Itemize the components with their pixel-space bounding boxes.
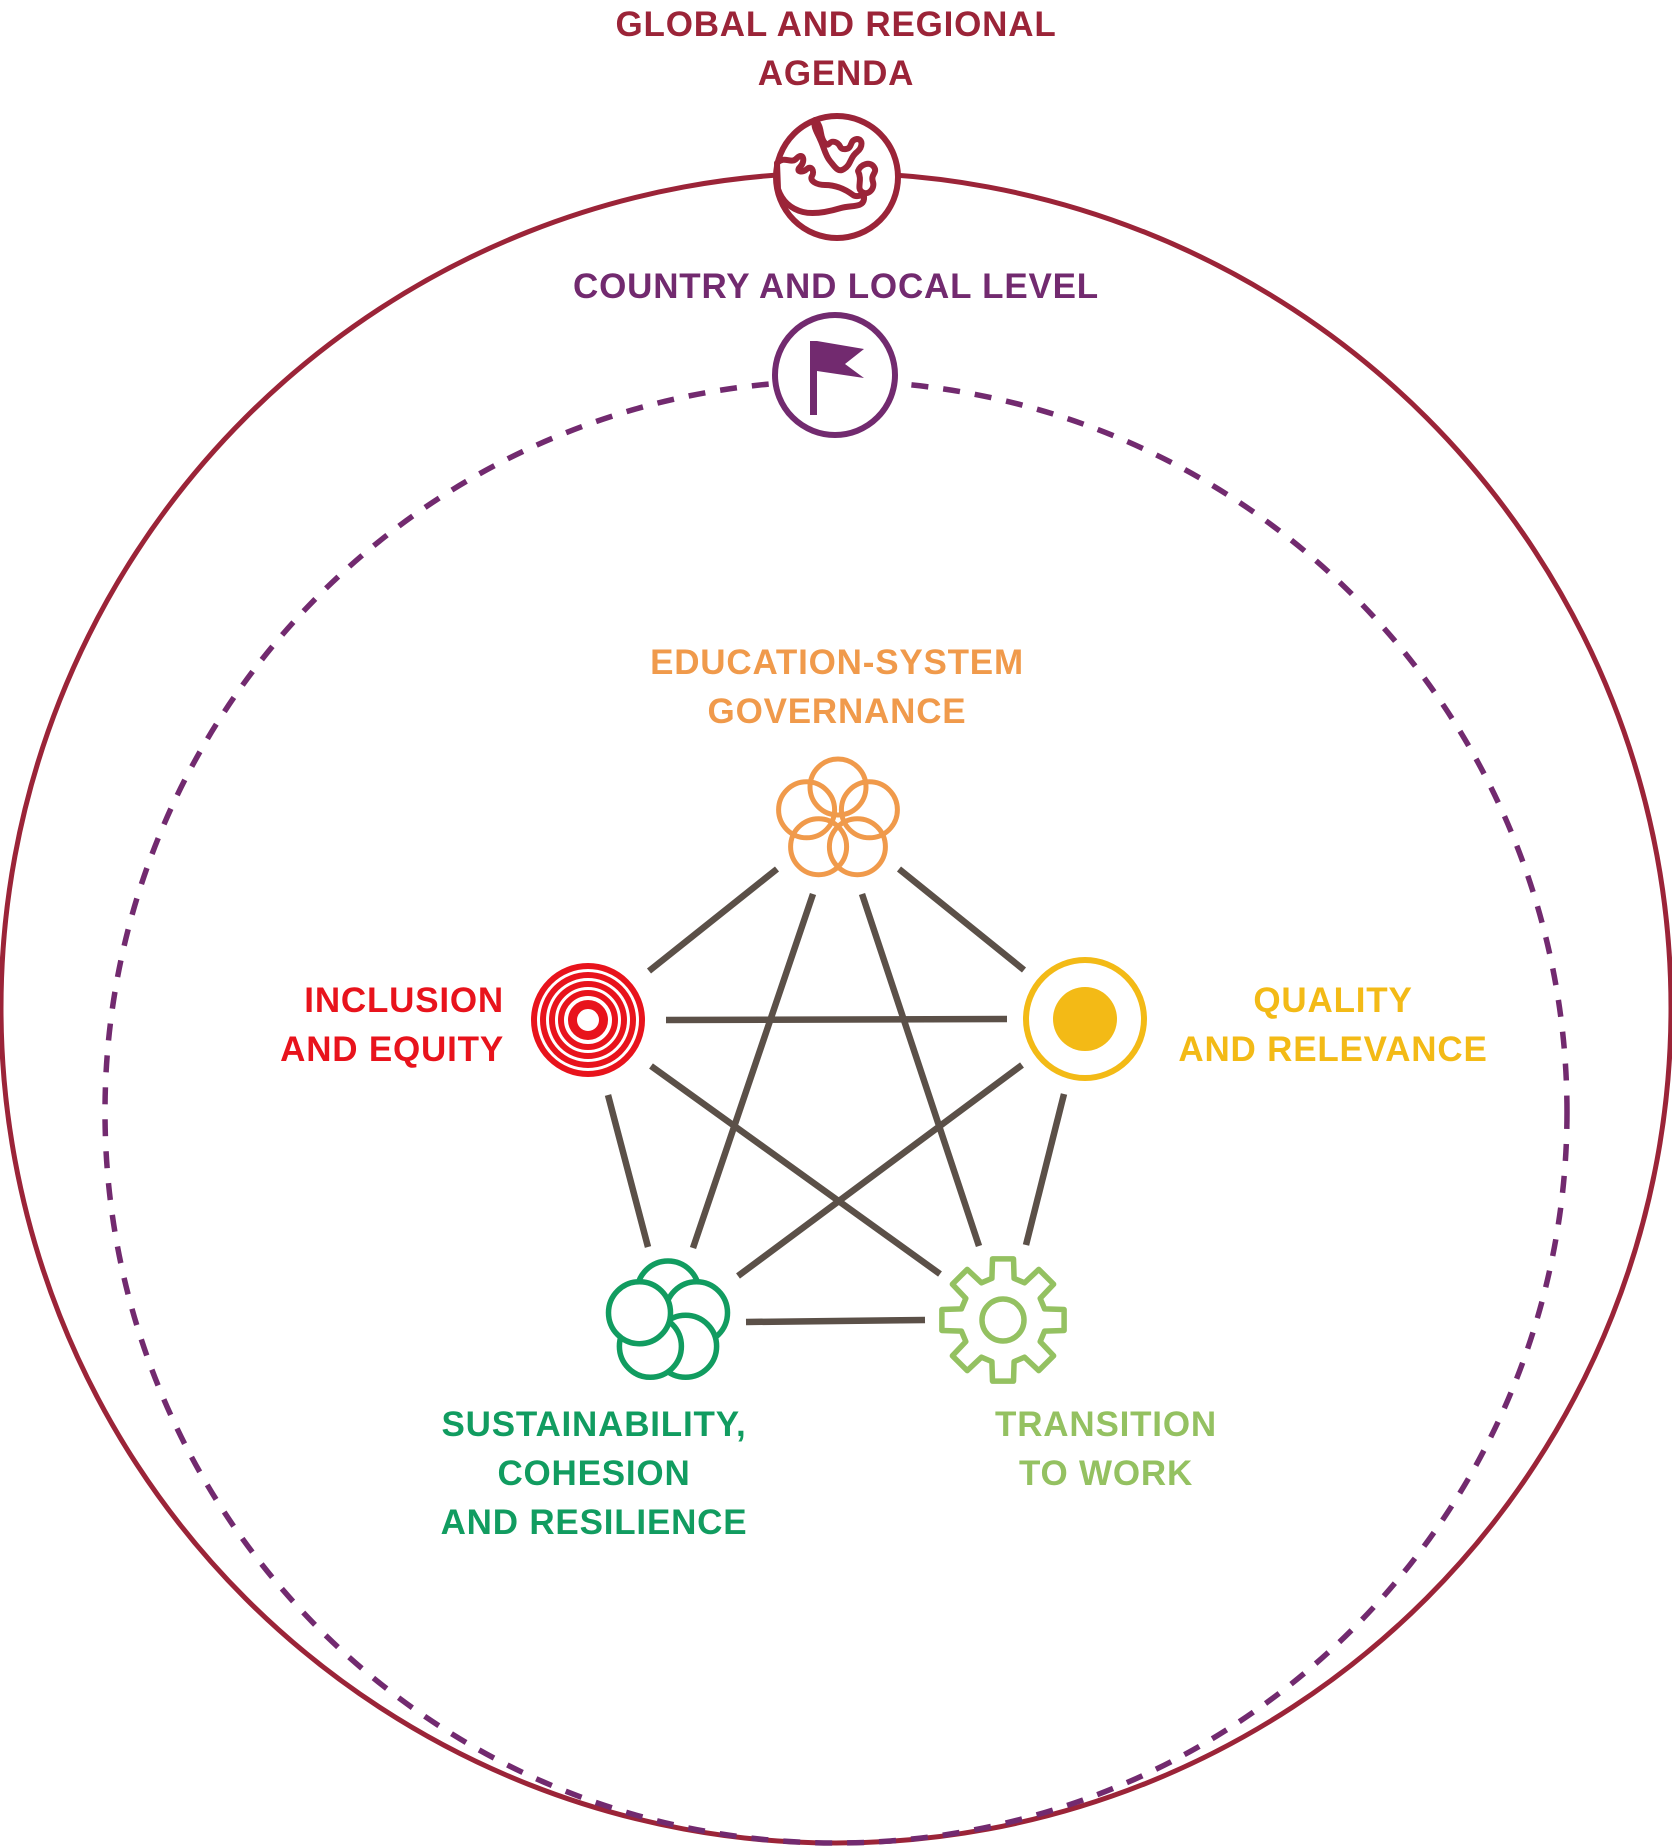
country-local-level-label: COUNTRY AND LOCAL LEVEL [573,267,1099,306]
concentric-rings-icon [531,963,645,1077]
flag-icon [772,312,898,438]
dot-in-circle-icon [1023,957,1147,1081]
connector-line [689,892,817,1250]
connector-line [604,1094,652,1248]
connector-line [745,1316,926,1326]
connector-line [858,892,983,1248]
transition-to-work-label: TRANSITION TO WORK [995,1405,1217,1493]
connector-line [665,1015,1008,1024]
connector-line [649,1063,942,1277]
sustainability-cohesion-resilience-label: SUSTAINABILITY, COHESION AND RESILIENCE [440,1405,748,1542]
gear-icon [939,1256,1067,1384]
connector-line [896,866,1027,973]
inclusion-and-equity-label: INCLUSION AND EQUITY [280,981,504,1069]
education-system-governance-label: EDUCATION-SYSTEM GOVERNANCE [650,643,1024,731]
connector-line [1022,1093,1068,1246]
connector-line [646,866,780,974]
inner-dashed-ring [102,378,1570,1846]
globe-icon [773,113,901,241]
global-regional-agenda-label: GLOBAL AND REGIONAL AGENDA [615,5,1057,93]
quality-and-relevance-label: QUALITY AND RELEVANCE [1178,981,1488,1069]
interlocking-circles-icon [776,756,900,878]
rosette-icon [605,1258,731,1381]
connector-line [736,1062,1024,1279]
connector-lines [604,866,1068,1326]
